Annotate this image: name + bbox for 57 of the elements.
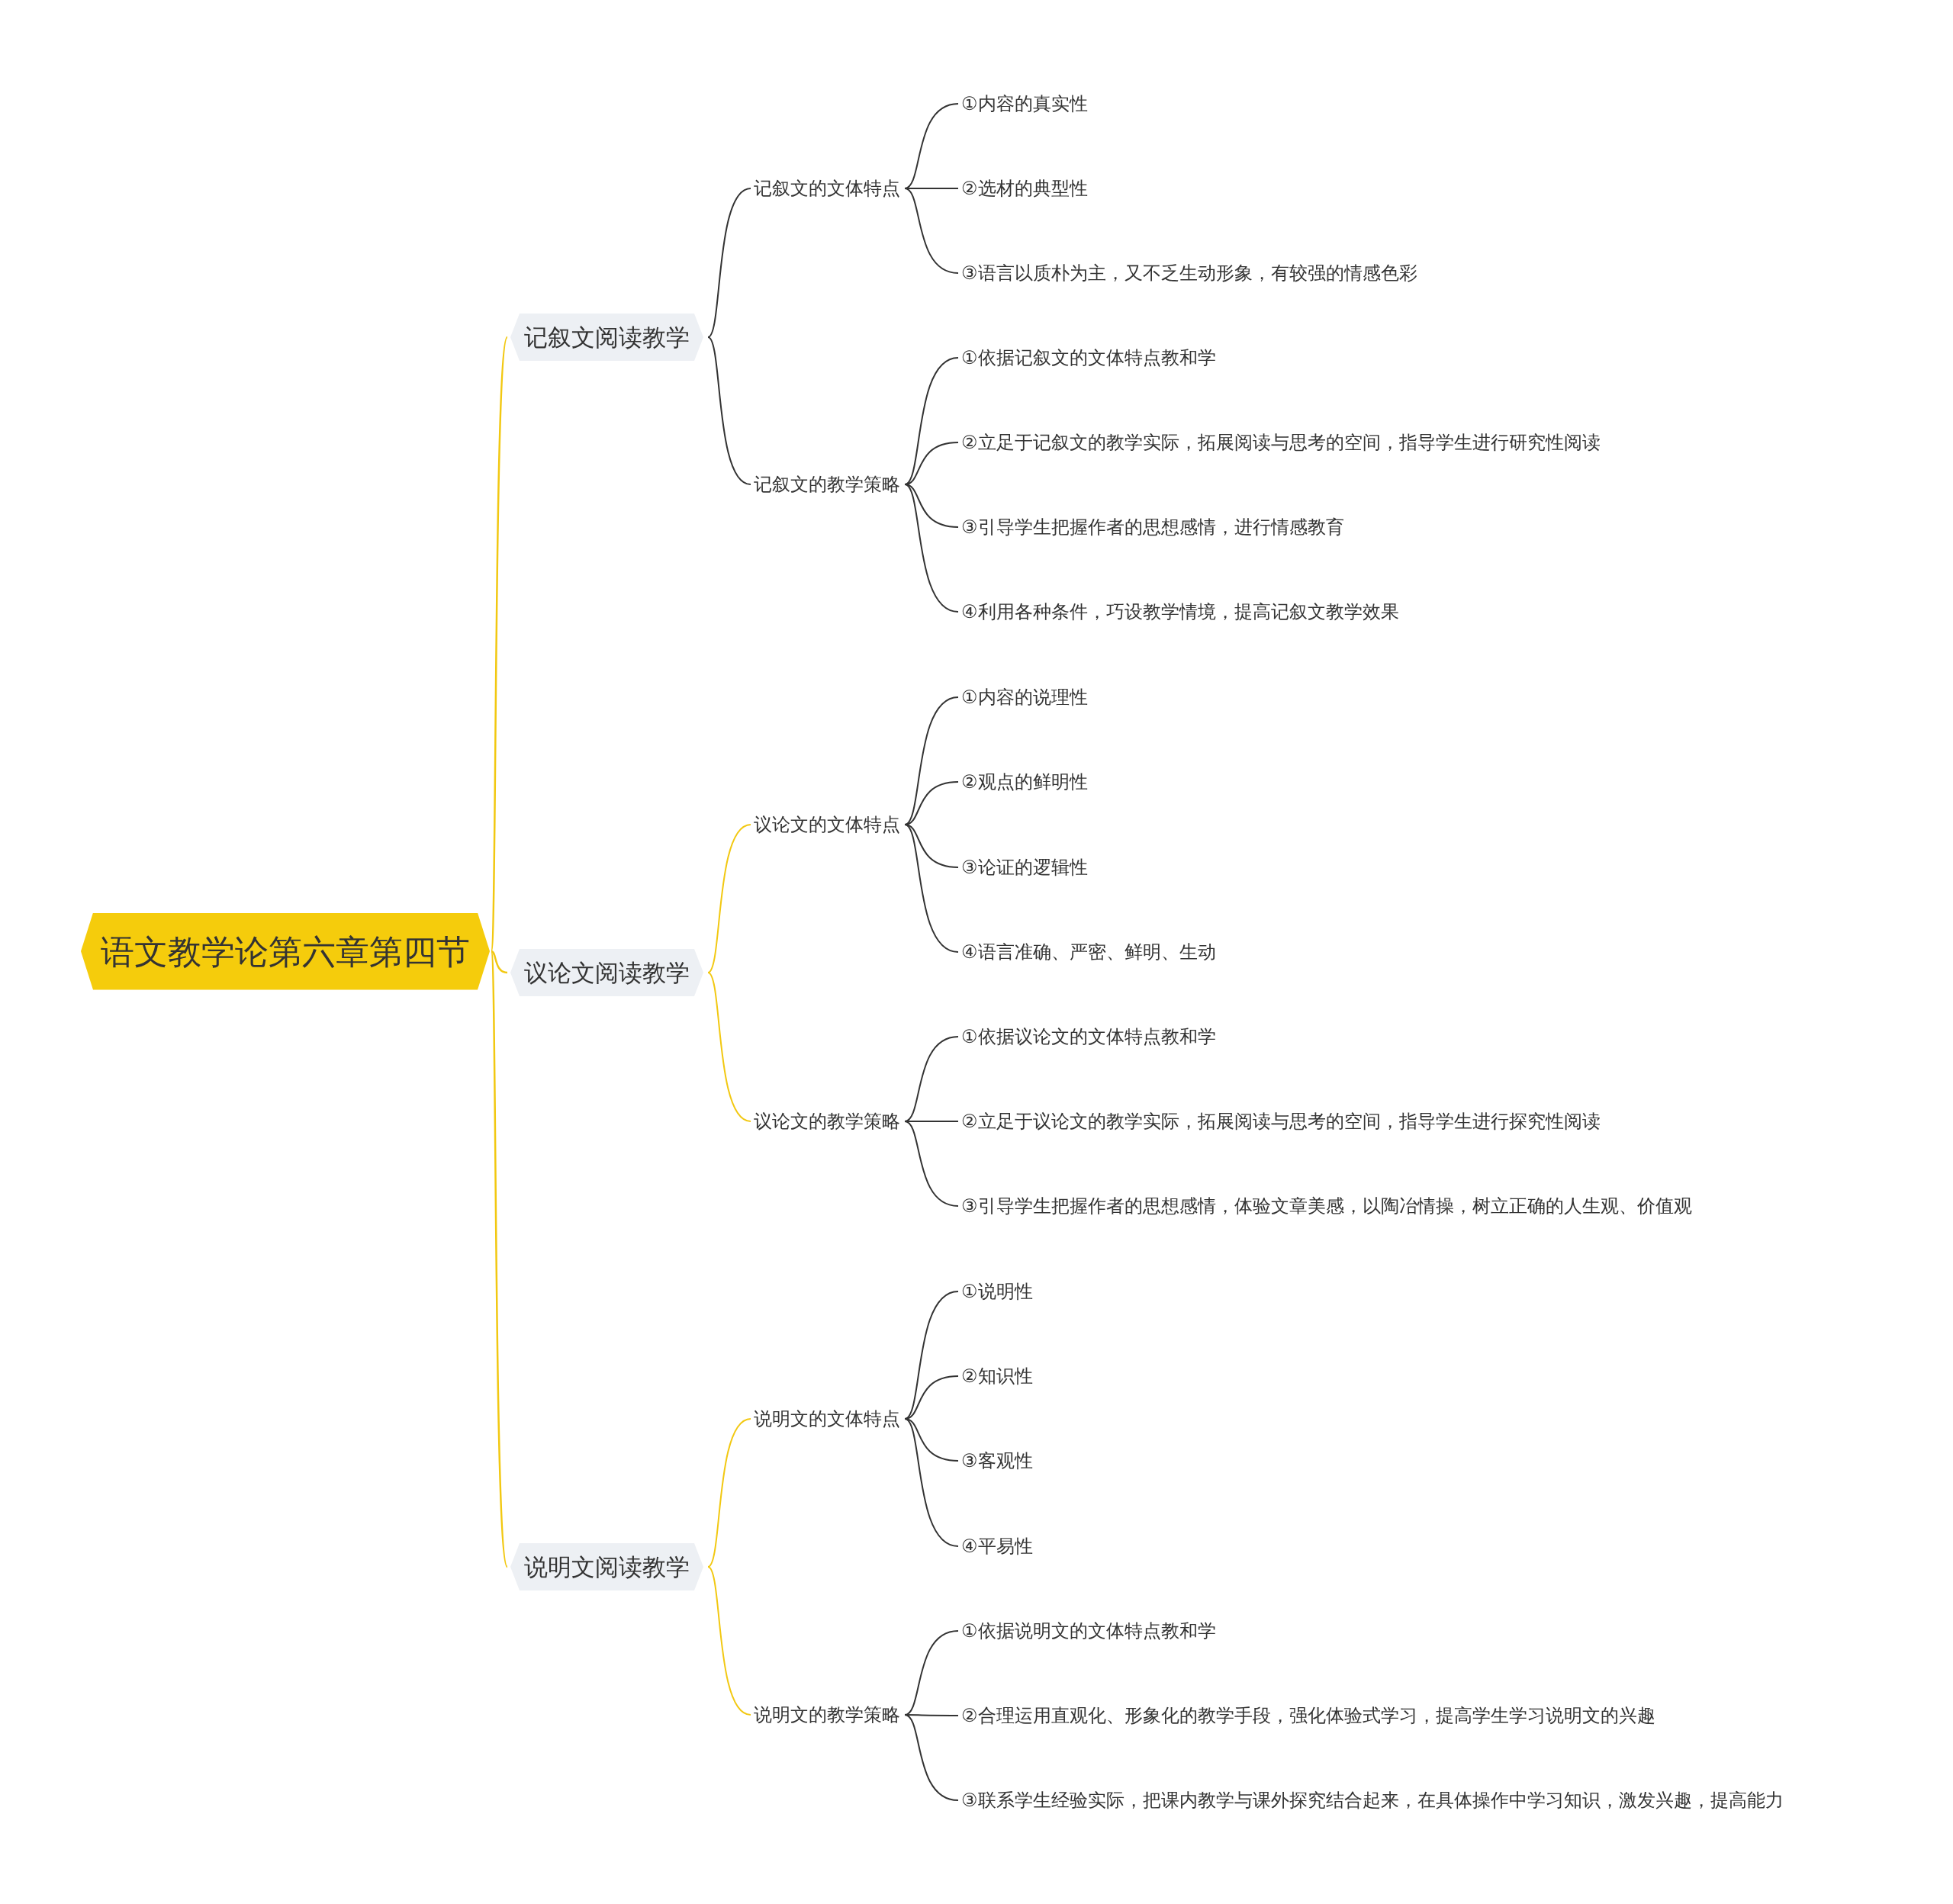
branch-line <box>904 1121 959 1122</box>
point-text: ①内容的说理性 <box>961 684 1088 710</box>
point-text: ①依据议论文的文体特点教和学 <box>961 1024 1216 1050</box>
subtopic-text: 说明文的文体特点 <box>754 1406 900 1432</box>
branch-line <box>904 1418 959 1547</box>
branch-line <box>707 188 751 338</box>
point-text: ①内容的真实性 <box>961 91 1088 117</box>
branch-line <box>904 824 959 953</box>
subtopic-text: 说明文的教学策略 <box>754 1702 900 1728</box>
point-text: ①依据记叙文的文体特点教和学 <box>961 345 1216 371</box>
branch-line <box>904 103 959 189</box>
branch-line <box>904 1714 959 1716</box>
point-text: ②选材的典型性 <box>961 175 1088 201</box>
branch-line <box>707 824 751 973</box>
branch-line <box>904 1291 959 1420</box>
point-text: ④语言准确、严密、鲜明、生动 <box>961 939 1216 965</box>
point-text: ③引导学生把握作者的思想感情，体验文章美感，以陶冶情操，树立正确的人生观、价值观 <box>961 1193 1692 1219</box>
branch-line <box>707 1566 751 1716</box>
main-topic: 说明文阅读教学 <box>510 1543 703 1590</box>
main-topic: 议论文阅读教学 <box>510 949 703 996</box>
point-text: ②观点的鲜明性 <box>961 769 1088 795</box>
point-text: ②合理运用直观化、形象化的教学手段，强化体验式学习，提高学生学习说明文的兴趣 <box>961 1703 1655 1729</box>
branch-line <box>707 1418 751 1568</box>
branch-line <box>904 1418 959 1462</box>
point-text: ③论证的逻辑性 <box>961 854 1088 880</box>
point-text: ②知识性 <box>961 1363 1033 1389</box>
central-topic: 语文教学论第六章第四节 <box>81 912 490 990</box>
point-text: ①依据说明文的文体特点教和学 <box>961 1618 1216 1644</box>
point-text: ②立足于议论文的教学实际，拓展阅读与思考的空间，指导学生进行探究性阅读 <box>961 1108 1601 1134</box>
point-text: ①说明性 <box>961 1278 1033 1304</box>
branch-line <box>707 336 751 485</box>
subtopic-text: 议论文的教学策略 <box>754 1108 900 1134</box>
branch-line <box>904 357 959 485</box>
point-text: ④利用各种条件，巧设教学情境，提高记叙文教学效果 <box>961 599 1399 625</box>
branch-line <box>904 1630 959 1716</box>
main-topic: 记叙文阅读教学 <box>510 314 703 361</box>
branch-line <box>904 696 959 825</box>
subtopic-text: 记叙文的文体特点 <box>754 175 900 201</box>
branch-line <box>904 484 959 528</box>
branch-line <box>904 188 959 274</box>
point-text: ②立足于记叙文的教学实际，拓展阅读与思考的空间，指导学生进行研究性阅读 <box>961 429 1601 455</box>
point-text: ③客观性 <box>961 1448 1033 1474</box>
branch-line <box>904 484 959 613</box>
point-text: ④平易性 <box>961 1533 1033 1559</box>
branch-line <box>904 1714 959 1801</box>
branch-line <box>491 950 508 974</box>
point-text: ③联系学生经验实际，把课内教学与课外探究结合起来，在具体操作中学习知识，激发兴趣，提高能力 <box>961 1787 1784 1813</box>
branch-line <box>490 336 509 952</box>
point-text: ③引导学生把握作者的思想感情，进行情感教育 <box>961 514 1344 540</box>
point-text: ③语言以质朴为主，又不乏生动形象，有较强的情感色彩 <box>961 260 1417 286</box>
branch-line <box>904 1036 959 1122</box>
subtopic-text: 议论文的文体特点 <box>754 812 900 838</box>
branch-line <box>707 972 751 1122</box>
subtopic-text: 记叙文的教学策略 <box>754 471 900 497</box>
branch-line <box>490 950 509 1568</box>
branch-line <box>904 1121 959 1207</box>
branch-line <box>904 824 959 868</box>
